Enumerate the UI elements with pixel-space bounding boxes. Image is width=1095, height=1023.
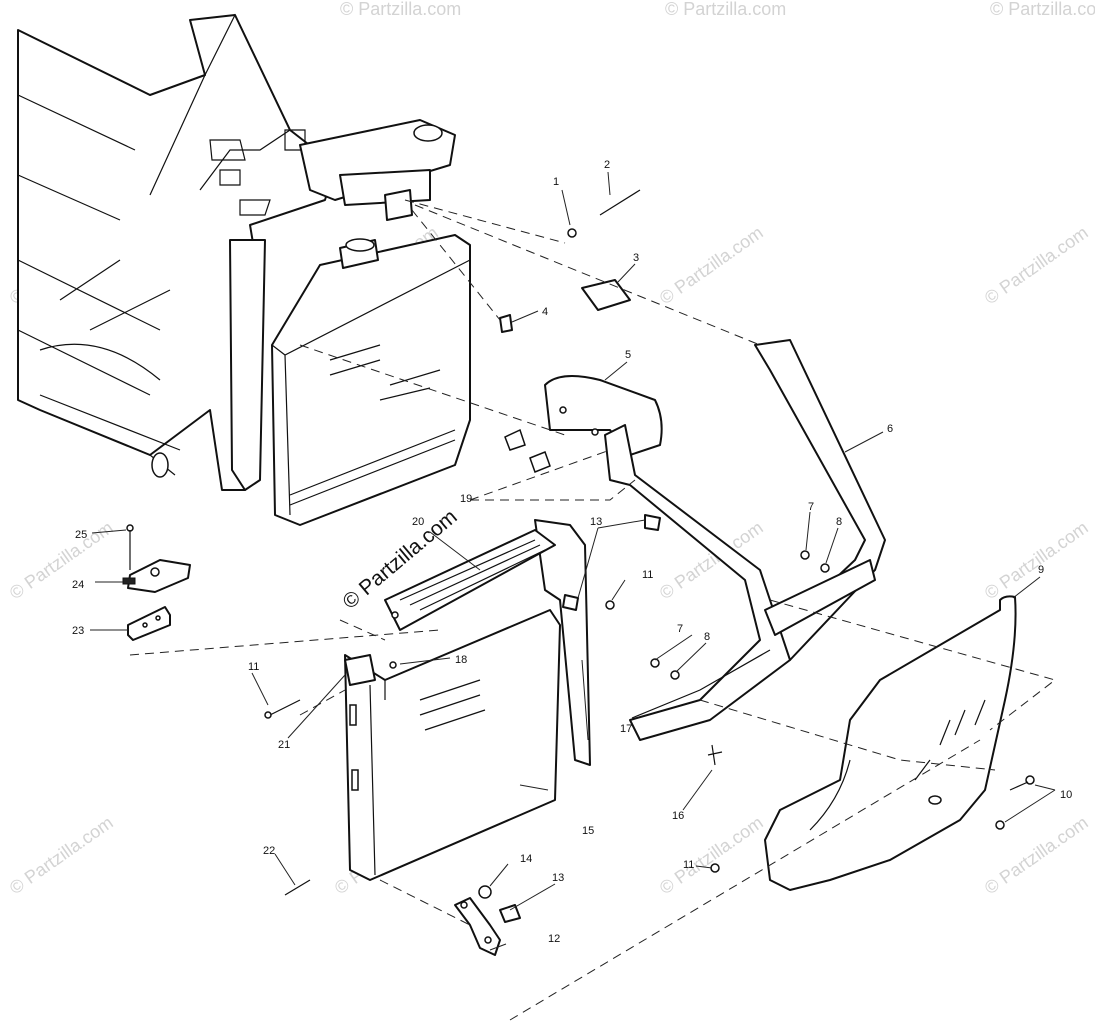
part-9-skid-plate [764,595,1017,891]
callout-23: 23 [72,625,84,637]
watermark: © Partzilla.com [6,517,117,603]
part-17-side-panel [534,519,591,766]
part-5-panel [504,375,663,473]
callout-7: 7 [677,623,683,635]
callout-25: 25 [75,529,87,541]
part-23-bracket [127,606,171,641]
callout-8: 8 [704,631,710,643]
callout-20: 20 [412,516,424,528]
watermark: © Partzilla.com [665,0,786,19]
callout-2: 2 [604,159,610,171]
leader-lines [90,171,1056,951]
callout-14: 14 [520,853,532,865]
callout-8: 8 [836,516,842,528]
part-15-cover [344,609,561,881]
callout-6: 6 [887,423,893,435]
callout-22: 22 [263,845,275,857]
watermark: © Partzilla.com [6,812,117,898]
callout-1: 1 [553,176,559,188]
part-6-bumper [604,339,886,741]
part-20-grille [384,529,556,631]
callout-11: 11 [642,569,653,581]
callout-7: 7 [808,501,814,513]
callout-16: 16 [672,810,684,822]
callout-labels: 1 2 3 4 5 6 7 8 9 10 11 11 11 12 13 13 1… [72,159,1072,945]
vehicle-frame [17,13,456,491]
part-12-bracket [454,897,501,956]
callout-15: 15 [582,825,594,837]
callout-18: 18 [455,654,467,666]
radiator [271,234,471,526]
callout-11: 11 [683,859,694,871]
callout-24: 24 [72,579,84,591]
callout-17: 17 [620,723,632,735]
callout-3: 3 [633,252,639,264]
callout-19: 19 [460,493,472,505]
watermark: © Partzilla.com [656,222,767,308]
callout-9: 9 [1038,564,1044,576]
part-25-screw [126,524,134,570]
assembly-lines [129,199,1057,1021]
hardware [264,189,1035,923]
callout-21: 21 [278,739,290,751]
part-24-module [122,559,191,593]
callout-12: 12 [548,933,560,945]
part-21-bracket [344,654,376,686]
watermark: © Partzilla.com [340,0,461,19]
watermark: © Partzilla.com [990,0,1095,19]
watermark: © Partzilla.com [656,812,767,898]
watermark: © Partzilla.com [981,517,1092,603]
callout-13: 13 [590,516,602,528]
callout-4: 4 [542,306,548,318]
callout-11: 11 [248,661,259,673]
callout-10: 10 [1060,789,1072,801]
callout-13: 13 [552,872,564,884]
watermark: © Partzilla.com [981,222,1092,308]
callout-5: 5 [625,349,631,361]
